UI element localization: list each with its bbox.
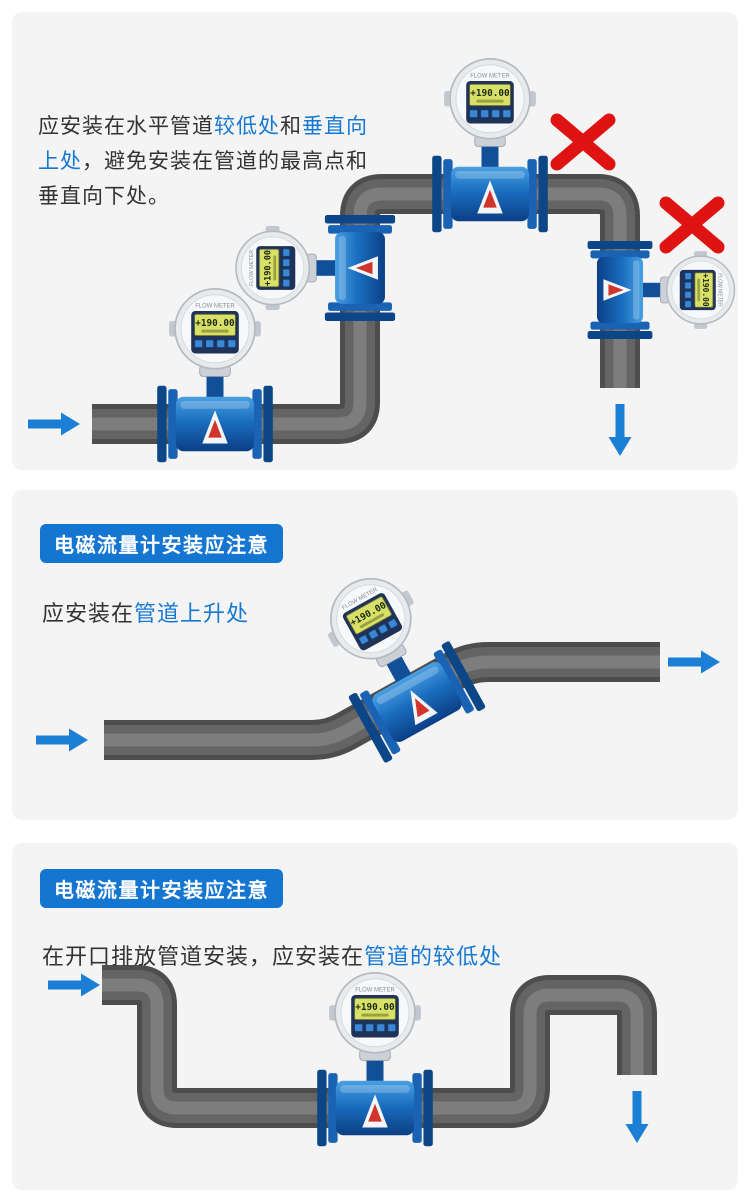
text-segment: ，避免安装在管道的最高点和垂直向下处。 xyxy=(38,150,368,208)
panel-rising-pipe-install: 电磁流量计安装应注意 应安装在管道上升处 xyxy=(12,490,738,820)
inlet-arrow-icon xyxy=(28,412,80,436)
notice-badge: 电磁流量计安装应注意 xyxy=(40,524,283,563)
text-segment: 在开口排放管道安装，应安装在 xyxy=(42,944,365,969)
text-segment-highlight: 垂直向上处 xyxy=(38,115,368,173)
instruction-text: 应安装在水平管道较低处和垂直向上处，避免安装在管道的最高点和垂直向下处。 xyxy=(38,109,376,214)
inlet-arrow-icon xyxy=(36,728,88,752)
flowmeter-horizontal-low xyxy=(156,288,274,464)
text-segment-highlight: 较低处 xyxy=(214,115,280,138)
discharge-down-arrow-icon xyxy=(625,1091,649,1143)
flowmeter-highest-point xyxy=(431,57,549,234)
wrong-highest-x-icon xyxy=(557,120,609,164)
text-segment-highlight: 管道上升处 xyxy=(134,601,250,626)
outlet-arrow-icon xyxy=(668,650,720,674)
inlet-arrow-icon xyxy=(48,973,100,997)
diagram-horizontal-vertical xyxy=(28,57,736,464)
text-segment-highlight: 管道的较低处 xyxy=(364,944,503,969)
text-segment: 应安装在 xyxy=(42,601,135,626)
notice-badge: 电磁流量计安装应注意 xyxy=(40,869,283,908)
flowmeter-vertical-down xyxy=(586,240,736,340)
outlet-down-arrow-icon xyxy=(608,404,632,456)
flowmeter-low-section xyxy=(316,971,434,1148)
wrong-downflow-x-icon xyxy=(666,203,718,247)
note-text: 在开口排放管道安装，应安装在管道的较低处 xyxy=(42,939,502,971)
panel-horizontal-vertical-install: 应安装在水平管道较低处和垂直向上处，避免安装在管道的最高点和垂直向下处。 xyxy=(12,12,738,470)
text-segment: 和 xyxy=(280,115,302,138)
flowmeter-vertical-up xyxy=(235,214,396,322)
note-text: 应安装在管道上升处 xyxy=(42,596,249,628)
panel-open-discharge-install: 电磁流量计安装应注意 在开口排放管道安装，应安装在管道的较低处 xyxy=(12,843,738,1190)
text-segment: 应安装在水平管道 xyxy=(38,115,214,138)
